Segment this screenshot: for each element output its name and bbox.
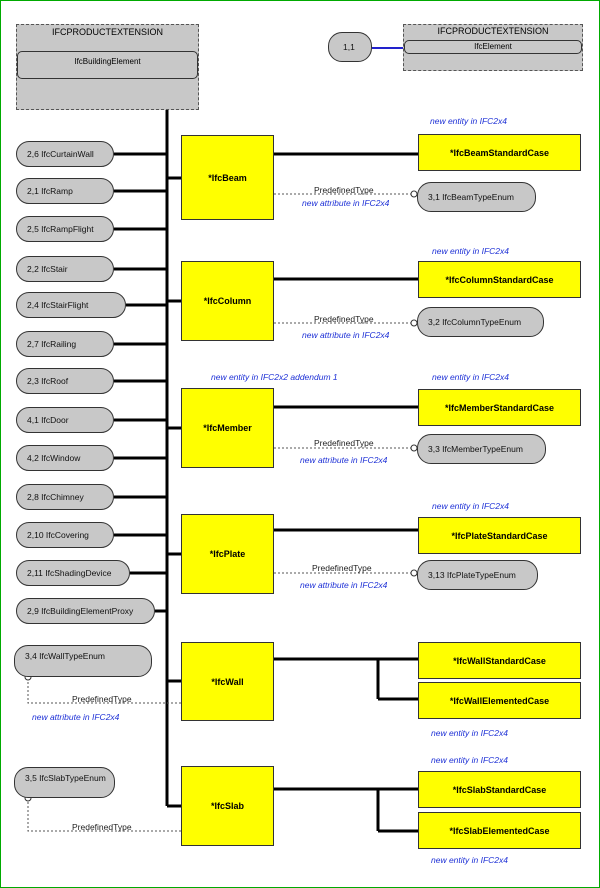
subtype-shading-device[interactable]: 2,11 IfcShadingDevice (16, 560, 130, 586)
subtype-ramp[interactable]: 2,1 IfcRamp (16, 178, 114, 204)
header-left-title: IFCPRODUCTEXTENSION (51, 27, 163, 37)
header-right-box: IFCPRODUCTEXTENSION IfcElement (403, 24, 583, 71)
subtype-curtain-wall[interactable]: 2,6 IfcCurtainWall (16, 141, 114, 167)
note-member-attribute: new attribute in IFC2x4 (300, 455, 388, 465)
wall-predefined-type: PredefinedType (72, 694, 132, 704)
header-right-entity[interactable]: IfcElement (404, 40, 582, 54)
plate-predefined-type: PredefinedType (312, 563, 372, 573)
column-standard-case[interactable]: *IfcColumnStandardCase (418, 261, 581, 298)
subtype-railing[interactable]: 2,7 IfcRailing (16, 331, 114, 357)
note-member-standard-case: new entity in IFC2x4 (432, 372, 510, 382)
entity-slab[interactable]: *IfcSlab (181, 766, 274, 846)
note-slab-elemented-case: new entity in IFC2x4 (431, 855, 509, 865)
note-wall-elemented-case: new entity in IFC2x4 (431, 728, 509, 738)
subtype-building-element-proxy[interactable]: 2,9 IfcBuildingElementProxy (16, 598, 155, 624)
subtype-covering[interactable]: 2,10 IfcCovering (16, 522, 114, 548)
note-member-entity: new entity in IFC2x2 addendum 1 (211, 372, 338, 382)
entity-wall[interactable]: *IfcWall (181, 642, 274, 721)
note-plate-standard-case: new entity in IFC2x4 (432, 501, 510, 511)
subtype-roof[interactable]: 2,3 IfcRoof (16, 368, 114, 394)
slab-standard-case[interactable]: *IfcSlabStandardCase (418, 771, 581, 808)
enum-wall-type[interactable]: 3,4 IfcWallTypeEnum (14, 645, 152, 677)
note-slab-standard-case: new entity in IFC2x4 (431, 755, 509, 765)
entity-plate[interactable]: *IfcPlate (181, 514, 274, 594)
note-beam-standard-case: new entity in IFC2x4 (430, 116, 508, 126)
wall-standard-case[interactable]: *IfcWallStandardCase (418, 642, 581, 679)
header-right-title: IFCPRODUCTEXTENSION (437, 26, 549, 36)
entity-column[interactable]: *IfcColumn (181, 261, 274, 341)
plate-standard-case[interactable]: *IfcPlateStandardCase (418, 517, 581, 554)
entity-member[interactable]: *IfcMember (181, 388, 274, 468)
wall-elemented-case[interactable]: *IfcWallElementedCase (418, 682, 581, 719)
enum-plate-type[interactable]: 3,13 IfcPlateTypeEnum (417, 560, 538, 590)
enum-member-type[interactable]: 3,3 IfcMemberTypeEnum (417, 434, 546, 464)
note-wall-attribute: new attribute in IFC2x4 (32, 712, 120, 722)
note-beam-attribute: new attribute in IFC2x4 (302, 198, 390, 208)
subtype-stair[interactable]: 2,2 IfcStair (16, 256, 114, 282)
slab-predefined-type: PredefinedType (72, 822, 132, 832)
member-predefined-type: PredefinedType (314, 438, 374, 448)
subtype-stair-flight[interactable]: 2,4 IfcStairFlight (16, 292, 126, 318)
subtype-window[interactable]: 4,2 IfcWindow (16, 445, 114, 471)
column-predefined-type: PredefinedType (314, 314, 374, 324)
note-column-attribute: new attribute in IFC2x4 (302, 330, 390, 340)
note-column-standard-case: new entity in IFC2x4 (432, 246, 510, 256)
slab-elemented-case[interactable]: *IfcSlabElementedCase (418, 812, 581, 849)
enum-beam-type[interactable]: 3,1 IfcBeamTypeEnum (417, 182, 536, 212)
header-left-box: IFCPRODUCTEXTENSION IfcBuildingElement (16, 24, 199, 110)
subtype-door[interactable]: 4,1 IfcDoor (16, 407, 114, 433)
header-left-entity[interactable]: IfcBuildingElement (17, 51, 198, 79)
enum-column-type[interactable]: 3,2 IfcColumnTypeEnum (417, 307, 544, 337)
enum-slab-type[interactable]: 3,5 IfcSlabTypeEnum (14, 767, 115, 798)
subtype-chimney[interactable]: 2,8 IfcChimney (16, 484, 114, 510)
beam-standard-case[interactable]: *IfcBeamStandardCase (418, 134, 581, 171)
member-standard-case[interactable]: *IfcMemberStandardCase (418, 389, 581, 426)
entity-beam[interactable]: *IfcBeam (181, 135, 274, 220)
ref-pill[interactable]: 1,1 (328, 32, 372, 62)
beam-predefined-type: PredefinedType (314, 185, 374, 195)
note-plate-attribute: new attribute in IFC2x4 (300, 580, 388, 590)
subtype-ramp-flight[interactable]: 2,5 IfcRampFlight (16, 216, 114, 242)
